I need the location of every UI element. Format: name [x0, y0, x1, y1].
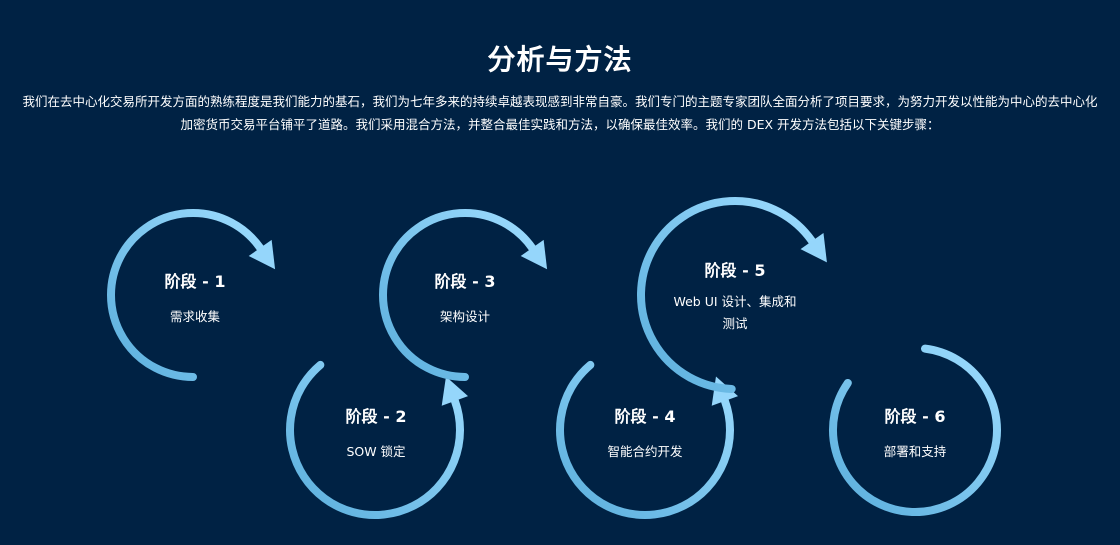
stage-subtitle: 需求收集: [169, 309, 220, 324]
stage-1: 阶段 - 1 需求收集: [120, 268, 270, 328]
stage-3-arc: [379, 209, 537, 381]
arrow-head-icon: [520, 239, 548, 270]
arrow-head-icon: [441, 376, 469, 406]
stage-6-arc: [829, 344, 1001, 516]
stage-4-arc: [556, 360, 734, 519]
stage-3: 阶段 - 3 架构设计: [390, 268, 540, 328]
stage-5: 阶段 - 5 Web UI 设计、集成和测试: [668, 257, 803, 335]
stage-subtitle: 智能合约开发: [607, 444, 683, 459]
stage-1-arc: [107, 209, 265, 381]
stage-4: 阶段 - 4 智能合约开发: [570, 403, 720, 463]
stage-subtitle: SOW 锁定: [346, 444, 406, 459]
stage-2: 阶段 - 2 SOW 锁定: [301, 403, 451, 463]
arrow-head-icon: [248, 239, 276, 270]
stage-title: 阶段 - 4: [614, 407, 676, 426]
stage-title: 阶段 - 6: [884, 407, 946, 426]
stage-title: 阶段 - 5: [704, 261, 766, 280]
stage-2-arc: [286, 360, 464, 519]
stage-subtitle: 架构设计: [439, 309, 490, 324]
section-title: 分析与方法: [487, 43, 633, 76]
stage-title: 阶段 - 1: [164, 272, 226, 291]
stage-title: 阶段 - 3: [434, 272, 496, 291]
stage-6: 阶段 - 6 部署和支持: [840, 403, 990, 463]
stage-subtitle: Web UI 设计、集成和测试: [673, 294, 797, 331]
stage-5-arc: [637, 197, 816, 393]
arrow-head-icon: [800, 233, 827, 263]
stage-subtitle: 部署和支持: [883, 444, 947, 459]
stage-title: 阶段 - 2: [345, 407, 407, 426]
section-intro: 我们在去中心化交易所开发方面的熟练程度是我们能力的基石，我们为七年多来的持续卓越…: [22, 94, 1098, 132]
